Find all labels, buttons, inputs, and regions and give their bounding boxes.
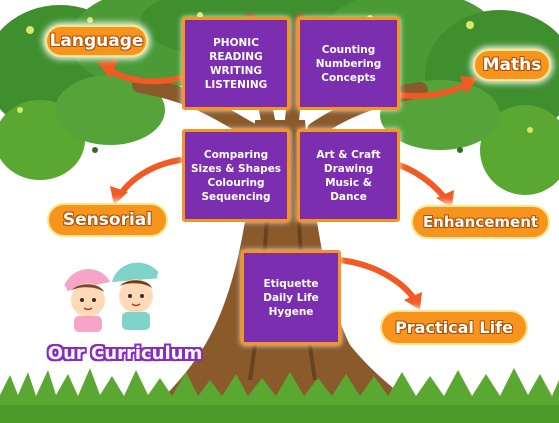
enhancement-skill-4: Dance: [330, 190, 367, 203]
sensorial-skill-2: Sizes & Shapes: [190, 162, 282, 175]
arrow-icon: [404, 292, 422, 310]
practical-skill-2: Daily Life: [263, 291, 319, 304]
practical-life-label: Practical Life: [380, 310, 528, 345]
practical-skills-box: Etiquette Daily Life Hygene: [241, 250, 341, 345]
arrow-icon: [97, 60, 118, 78]
arrow-icon: [460, 76, 478, 94]
sensorial-skill-4: Sequencing: [201, 190, 271, 203]
enhancement-skill-1: Art & Craft: [316, 148, 381, 161]
sensorial-skill-3: Colouring: [207, 176, 265, 189]
maths-label: Maths: [473, 49, 551, 81]
arrowheads: [97, 60, 478, 310]
maths-skill-3: Concepts: [321, 71, 376, 84]
arrow-sensorial: [117, 157, 183, 198]
language-label: Language: [45, 25, 148, 57]
sensorial-skill-1: Comparing: [203, 148, 269, 161]
language-skill-4: LISTENING: [204, 78, 268, 91]
enhancement-skills-box: Art & Craft Drawing Music & Dance: [297, 129, 400, 222]
sensorial-skills-box: Comparing Sizes & Shapes Colouring Seque…: [182, 129, 290, 222]
enhancement-label: Enhancement: [411, 205, 550, 239]
enhancement-skill-3: Music &: [325, 176, 372, 189]
maths-skill-1: Counting: [321, 43, 376, 56]
arrow-language: [107, 67, 183, 85]
language-skill-1: PHONIC: [213, 36, 259, 49]
arrow-icon: [436, 190, 454, 208]
practical-skill-3: Hygene: [268, 305, 314, 318]
language-skills-box: PHONIC READING WRITING LISTENING: [182, 17, 290, 110]
enhancement-skill-2: Drawing: [323, 162, 374, 175]
children-illustration: [57, 262, 167, 332]
grass: [0, 368, 559, 423]
language-skill-3: WRITING: [209, 64, 263, 77]
maths-skill-2: Numbering: [315, 57, 382, 70]
sensorial-label: Sensorial: [47, 203, 168, 237]
arrow-practical-life: [337, 257, 418, 303]
practical-skill-1: Etiquette: [263, 277, 319, 290]
arrow-icon: [110, 186, 128, 205]
curriculum-title: Our Curriculum: [47, 343, 203, 364]
maths-skills-box: Counting Numbering Concepts: [297, 17, 400, 110]
language-skill-2: READING: [209, 50, 263, 63]
